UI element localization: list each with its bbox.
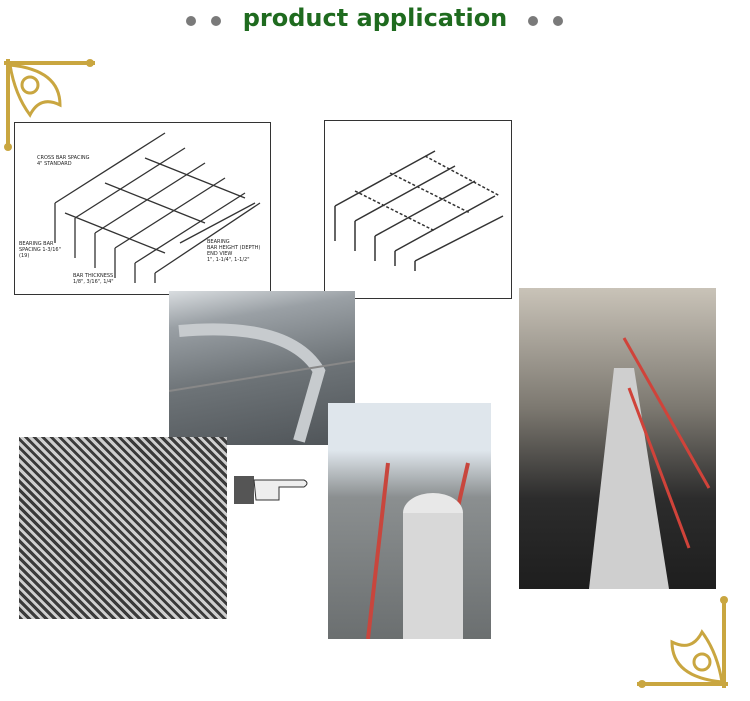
label-height-values: 1", 1-1/4", 1-1/2": [207, 257, 250, 263]
bullet-dot: [553, 16, 563, 26]
label-bearing-spacing-mm: (19): [19, 253, 30, 259]
corner-ornament-icon: [637, 596, 728, 688]
grating-panels-photo: [19, 437, 227, 619]
pointing-hand-icon: [234, 476, 308, 504]
label-bearing-spacing: SPACING 1-3/16": [19, 247, 61, 253]
label-end-view: END VIEW: [207, 251, 233, 257]
building-walkway-photo: [519, 288, 716, 589]
section-title: product application: [242, 4, 508, 32]
pipeline-walkway-photo: [328, 403, 491, 639]
bullet-dot: [211, 16, 221, 26]
label-bar-thickness-values: 1/8", 3/16", 1/4": [73, 279, 114, 285]
label-bar-height: BAR HEIGHT (DEPTH): [207, 245, 261, 251]
label-bearing-bar: BEARING BAR: [19, 241, 54, 247]
label-bar-thickness: BAR THICKNESS: [73, 273, 114, 279]
corner-ornament-icon: [4, 59, 95, 151]
label-bearing-height: BEARING: [207, 239, 230, 245]
bullet-dot: [186, 16, 196, 26]
serrated-grating-diagram: [324, 120, 512, 299]
rooftop-grating-photo: [169, 291, 355, 445]
label-cross-bar-spacing: CROSS BAR SPACING: [37, 155, 90, 161]
bullet-dot: [528, 16, 538, 26]
label-cross-bar-standard: 4" STANDARD: [37, 161, 72, 167]
